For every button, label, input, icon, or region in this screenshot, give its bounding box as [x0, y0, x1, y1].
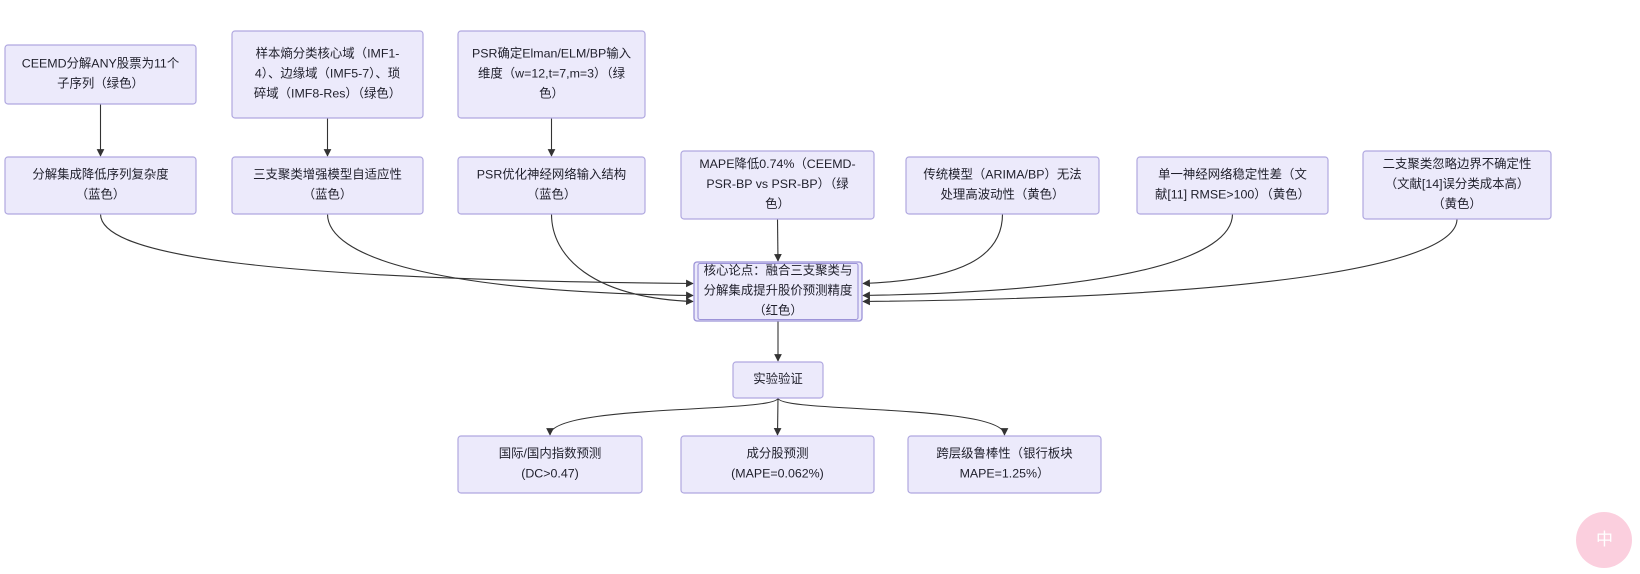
node-box: [231, 156, 424, 215]
node-n6[interactable]: PSR优化神经网络输入结构（蓝色）: [457, 156, 646, 215]
watermark-badge: 中: [1576, 512, 1632, 568]
node-box: [680, 435, 875, 494]
edge-exp-to-r1: [546, 397, 779, 436]
node-n7[interactable]: MAPE降低0.74%（CEEMD-PSR-BP vs PSR-BP）（绿色）: [680, 150, 875, 220]
edge-n8-to-core: [862, 213, 1004, 288]
node-n8[interactable]: 传统模型（ARIMA/BP）无法处理高波动性（黄色）: [905, 156, 1100, 215]
node-core[interactable]: 核心论点：融合三支聚类与分解集成提升股价预测精度（红色）: [693, 261, 863, 322]
node-box: [4, 156, 197, 215]
node-box: [457, 30, 646, 119]
edge-n5-to-core: [326, 213, 694, 300]
node-r1[interactable]: 国际/国内指数预测(DC>0.47): [457, 435, 643, 494]
node-n4[interactable]: 分解集成降低序列复杂度（蓝色）: [4, 156, 197, 215]
node-label: PSR优化神经网络输入结构（蓝色）: [477, 167, 626, 202]
node-exp[interactable]: 实验验证: [732, 361, 824, 399]
node-n1[interactable]: CEEMD分解ANY股票为11个子序列（绿色）: [4, 44, 197, 105]
node-box: [732, 361, 824, 399]
node-r2[interactable]: 成分股预测(MAPE=0.062%): [680, 435, 875, 494]
edge-n9-to-core: [862, 213, 1234, 300]
node-label: 分解集成降低序列复杂度（蓝色）: [32, 167, 168, 202]
node-n3[interactable]: PSR确定Elman/ELM/BP输入维度（w=12,t=7,m=3）（绿色）: [457, 30, 646, 119]
edge-layer: [96, 104, 1458, 436]
node-n9[interactable]: 单一神经网络稳定性差（文献[11] RMSE>100）（黄色）: [1136, 156, 1329, 215]
node-n2[interactable]: 样本熵分类核心域（IMF1-4）、边缘域（IMF5-7）、琐碎域（IMF8-Re…: [231, 30, 424, 119]
node-label: MAPE降低0.74%（CEEMD-PSR-BP vs PSR-BP）（绿色）: [699, 157, 855, 211]
edge-n10-to-core: [862, 218, 1458, 306]
node-box: [457, 435, 643, 494]
node-box: [4, 44, 197, 105]
node-label: 单一神经网络稳定性差（文献[11] RMSE>100）（黄色）: [1155, 167, 1310, 202]
node-label: 传统模型（ARIMA/BP）无法处理高波动性（黄色）: [923, 167, 1081, 202]
node-layer: CEEMD分解ANY股票为11个子序列（绿色） 样本熵分类核心域（IMF1-4）、…: [4, 30, 1552, 494]
node-label: CEEMD分解ANY股票为11个子序列（绿色）: [22, 57, 179, 91]
node-label: 国际/国内指数预测(DC>0.47): [499, 446, 602, 481]
node-label: 三支聚类增强模型自适应性（蓝色）: [253, 167, 402, 202]
node-box: [680, 150, 875, 220]
node-label: 样本熵分类核心域（IMF1-4）、边缘域（IMF5-7）、琐碎域（IMF8-Re…: [254, 46, 401, 101]
node-box: [1136, 156, 1329, 215]
edge-n7-to-core: [774, 218, 782, 262]
edge-n6-to-core: [550, 213, 694, 306]
node-box: [1362, 150, 1552, 220]
node-label: 二支聚类忽略边界不确定性（文献[14]误分类成本高）（黄色）: [1383, 156, 1532, 211]
node-n10[interactable]: 二支聚类忽略边界不确定性（文献[14]误分类成本高）（黄色）: [1362, 150, 1552, 220]
node-box-inner: [697, 262, 859, 321]
edge-n4-to-core: [99, 213, 694, 288]
node-box: [905, 156, 1100, 215]
node-label: PSR确定Elman/ELM/BP输入维度（w=12,t=7,m=3）（绿色）: [472, 46, 631, 101]
node-n5[interactable]: 三支聚类增强模型自适应性（蓝色）: [231, 156, 424, 215]
edge-exp-to-r2: [773, 397, 782, 436]
watermark-label: 中: [1596, 529, 1613, 550]
node-label: 成分股预测(MAPE=0.062%): [731, 447, 824, 481]
node-label: 实验验证: [753, 371, 803, 386]
node-box: [693, 261, 863, 322]
node-label: 核心论点：融合三支聚类与分解集成提升股价预测精度（红色）: [704, 263, 853, 318]
node-box: [907, 435, 1102, 494]
node-box: [457, 156, 646, 215]
edge-exp-to-r3: [777, 397, 1009, 436]
node-box: [231, 30, 424, 119]
